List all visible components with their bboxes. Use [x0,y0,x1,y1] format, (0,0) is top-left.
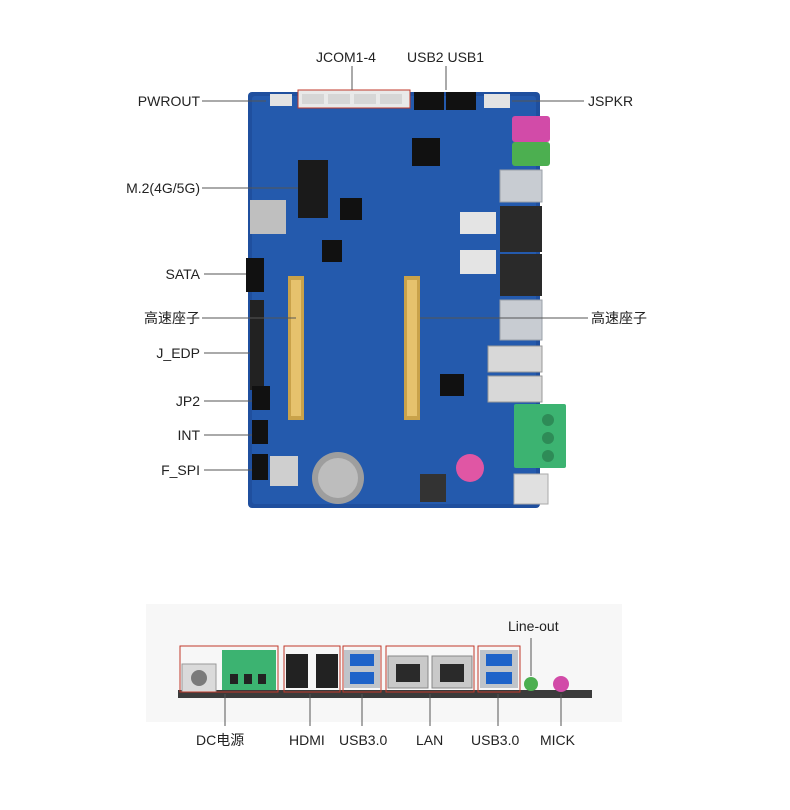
inductor [420,474,446,502]
label-high-speed-left: 高速座子 [144,310,200,326]
callout-usb-1 [342,645,382,693]
usb3-port-2 [499,299,543,341]
callout-dc [179,645,279,693]
callout-hdmi [283,645,341,693]
m2-slot [298,160,328,218]
io-board-edge [178,690,592,698]
label-m2: M.2(4G/5G) [126,180,200,196]
usb-headers [414,92,476,110]
chip-b [412,138,440,166]
label-high-speed-right: 高速座子 [591,310,647,326]
ram-chip-1 [460,212,496,234]
callout-usb-2 [477,645,521,693]
int-header [252,420,268,444]
jspkr-connector [484,94,510,108]
jp2-header [252,386,270,410]
chip-c [440,374,464,396]
spi-header [252,454,268,480]
chip-a [340,198,362,220]
label-j-edp: J_EDP [156,345,200,361]
io-hdmi-1 [286,654,308,688]
pwrout-connector [270,94,292,106]
jcom-connectors [297,89,411,109]
label-usb30-a: USB3.0 [339,732,388,748]
label-jspkr: JSPKR [588,93,634,109]
io-mic-jack [553,676,569,692]
capacitor [456,454,484,482]
callout-lan [385,645,475,693]
label-jp2: JP2 [175,393,200,409]
label-lan: LAN [416,732,444,748]
io-line-out-jack [524,677,538,691]
ram-chip-2 [460,250,496,274]
label-sata: SATA [165,266,201,282]
label-line-out: Line-out [508,618,559,634]
label-mick: MICK [540,732,575,748]
lan-port-1 [500,206,542,252]
chip-d [322,240,342,262]
hdmi-port-2 [487,375,543,403]
dc-jack [513,473,549,505]
sata-connector [246,258,264,292]
dc-terminal-block [514,404,566,468]
label-pwrout: PWROUT [137,93,200,109]
lan-port-2 [500,254,542,296]
audio-jack-pink [512,116,550,142]
wifi-module [270,456,298,486]
label-usb30-b: USB3.0 [471,732,520,748]
usb3-port-1 [499,169,543,203]
label-f-spi: F_SPI [161,462,200,478]
hdmi-port-1 [487,345,543,373]
audio-jack-green [512,142,550,166]
label-jcom: JCOM1-4 [316,49,376,65]
label-dc-power: DC电源 [196,732,245,748]
sim-slot [250,200,286,234]
io-hdmi-2 [316,654,338,688]
label-hdmi: HDMI [289,732,325,748]
edp-header [250,300,264,390]
label-int: INT [177,427,200,443]
label-usb2-usb1: USB2 USB1 [407,49,485,65]
